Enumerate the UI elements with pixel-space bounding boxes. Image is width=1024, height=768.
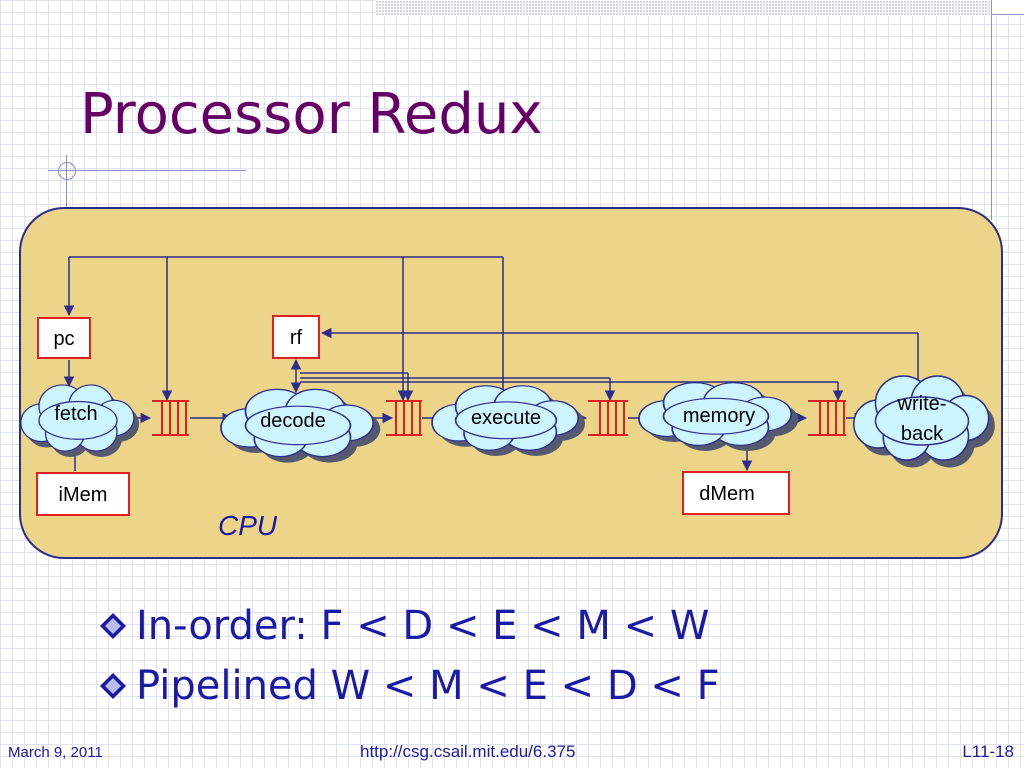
footer-url-text: http://csg.csail.mit.edu/6.375 xyxy=(360,742,576,761)
top-decorative-band xyxy=(375,0,1024,16)
imem-box xyxy=(36,472,130,516)
rf-box xyxy=(272,315,320,359)
execute-label: execute xyxy=(471,407,541,429)
bullet-item: Pipelined W < M < E < D < F xyxy=(98,656,720,716)
fetch-label: fetch xyxy=(54,403,97,425)
bullet-list: In-order: F < D < E < M < W Pipelined W … xyxy=(98,596,720,716)
bullet-text: Pipelined W < M < E < D < F xyxy=(136,663,720,709)
memory-label: memory xyxy=(683,405,755,427)
rf-label: rf xyxy=(290,327,303,349)
dmem-label: dMem xyxy=(699,483,755,505)
fifo-execute-memory xyxy=(588,400,628,436)
slide-title: Processor Redux xyxy=(80,82,543,147)
decode-label: decode xyxy=(260,410,326,432)
writeback-label-line2: back xyxy=(901,423,944,445)
pc-box xyxy=(37,317,91,359)
cpu-container xyxy=(19,207,1003,559)
dmem-box xyxy=(682,471,790,515)
title-underline xyxy=(48,170,246,171)
diamond-bullet-icon xyxy=(100,673,126,699)
bullet-item: In-order: F < D < E < M < W xyxy=(98,596,720,656)
footer-date: March 9, 2011 xyxy=(8,744,103,761)
pc-label: pc xyxy=(53,328,74,350)
title-crosshair-circle xyxy=(58,162,76,180)
fifo-memory-writeback xyxy=(808,400,846,436)
bullet-text: In-order: F < D < E < M < W xyxy=(136,603,710,649)
cpu-label: CPU xyxy=(218,510,278,541)
imem-label: iMem xyxy=(59,484,108,506)
fifo-fetch-decode xyxy=(152,400,189,436)
footer-page-number: L11-18 xyxy=(962,742,1014,761)
vertical-decorative-line xyxy=(991,0,992,220)
diamond-bullet-icon xyxy=(100,613,126,639)
title-crosshair-line xyxy=(66,155,67,215)
writeback-label-line1: write- xyxy=(897,393,947,415)
fifo-decode-execute xyxy=(386,400,422,436)
